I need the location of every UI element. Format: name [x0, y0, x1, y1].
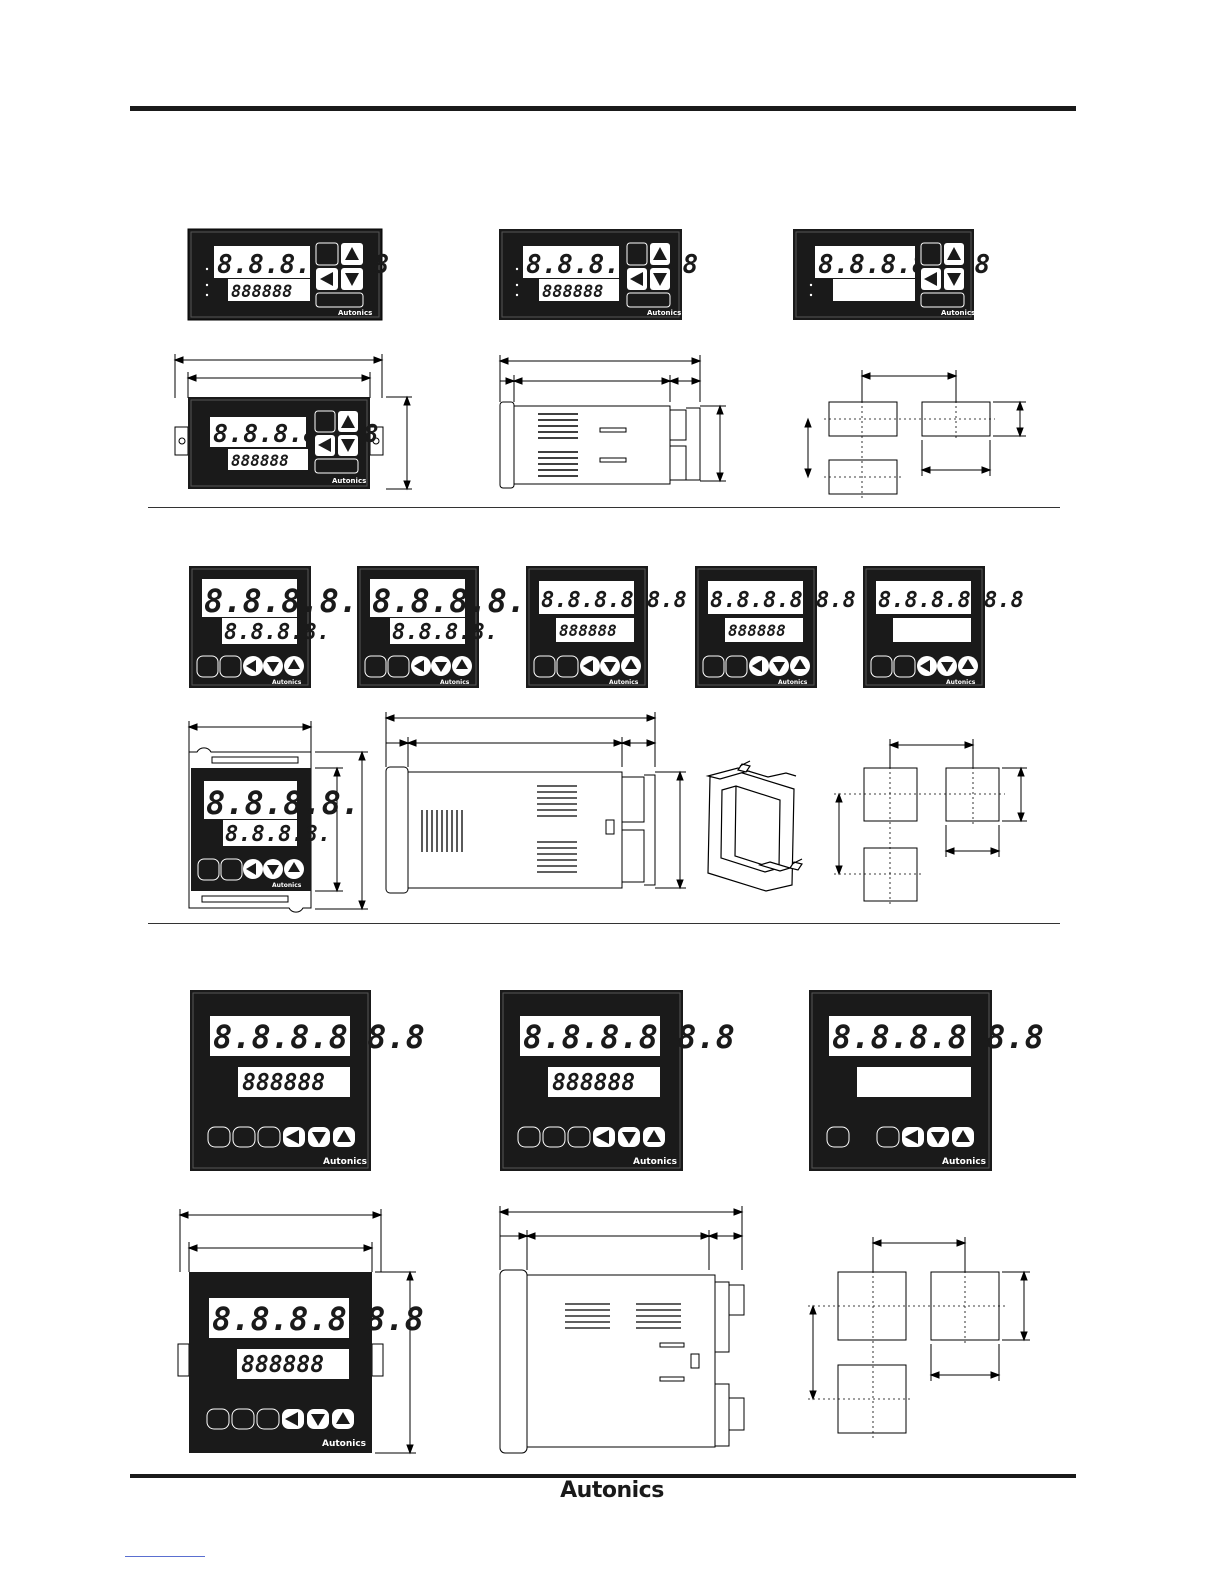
svg-text:8.8.8.8.: 8.8.8.8. [206, 784, 360, 822]
sub-display: 888888 [231, 282, 292, 302]
svg-text:Autonics: Autonics [946, 679, 976, 686]
side-view-l [498, 1206, 745, 1454]
section-1-drawings: 8.8.8.8.8.8 888888 Autonics 8.8.8.8.8.8 … [173, 228, 1026, 500]
svg-text:8.8.8.8.: 8.8.8.8. [225, 822, 331, 847]
svg-text:8.8.8.8.8.8: 8.8.8.8.8.8 [212, 1300, 424, 1338]
svg-text:Autonics: Autonics [647, 309, 681, 317]
svg-text:8.8.8.8.: 8.8.8.8. [224, 620, 330, 645]
up-arrow-icon [345, 247, 359, 260]
section-divider-1 [148, 507, 1060, 508]
svg-text:Autonics: Autonics [332, 477, 366, 485]
svg-text:Autonics: Autonics [633, 1157, 677, 1167]
bottom-rule [130, 1474, 1076, 1478]
svg-text:Autonics: Autonics [272, 679, 302, 686]
svg-text:Autonics: Autonics [323, 1157, 367, 1167]
down-arrow-icon [345, 273, 359, 286]
panel-h-3: 8.8.8.8.8.8 Autonics [793, 229, 990, 320]
svg-text:Autonics: Autonics [941, 309, 975, 317]
svg-text:888888: 888888 [242, 1070, 325, 1096]
left-arrow-icon [320, 272, 333, 286]
svg-text:8.8.8.8.8.8: 8.8.8.8.8.8 [710, 588, 856, 613]
brand-label: Autonics [338, 309, 372, 317]
top-rule [130, 106, 1076, 111]
cutout-l [808, 1237, 1030, 1439]
svg-text:8.8.8.8.8.8: 8.8.8.8.8.8 [541, 588, 687, 613]
side-view-h [498, 355, 726, 489]
section-2-drawings: 8.8.8.8. 8.8.8.8. Autonics 8.8.8.8. 8.8.… [187, 566, 1027, 913]
cutout-h [804, 370, 1026, 500]
svg-text:888888: 888888 [552, 1070, 635, 1096]
side-view-s [384, 712, 686, 894]
svg-text:8.8.8.8.: 8.8.8.8. [372, 582, 526, 620]
dim-front-l [177, 1209, 416, 1455]
panel-h-1: 8.8.8.8.8.8 888888 Autonics [187, 228, 389, 321]
svg-text:Autonics: Autonics [609, 679, 639, 686]
svg-text:Autonics: Autonics [322, 1439, 366, 1449]
svg-text:Autonics: Autonics [272, 882, 302, 889]
panel-s-1: 8.8.8.8. 8.8.8.8. Autonics [189, 566, 358, 688]
cutout-s [834, 739, 1027, 907]
panel-s-5: 8.8.8.8.8.8 Autonics [863, 566, 1024, 688]
svg-text:Autonics: Autonics [778, 679, 808, 686]
svg-text:888888: 888888 [559, 621, 617, 640]
panel-h-2: 8.8.8.8.8.8 888888 Autonics [499, 229, 698, 320]
svg-text:888888: 888888 [241, 1352, 324, 1378]
section-divider-2 [148, 923, 1060, 924]
svg-text:Autonics: Autonics [440, 679, 470, 686]
svg-text:8.8.8.8.8.8: 8.8.8.8.8.8 [213, 1018, 425, 1056]
panel-s-3: 8.8.8.8.8.8 888888 Autonics [526, 566, 687, 688]
svg-text:888888: 888888 [728, 621, 786, 640]
svg-text:8.8.8.8.: 8.8.8.8. [392, 620, 498, 645]
section-3-drawings: 8.8.8.8.8.8 888888 Autonics 8.8.8.8.8.8 … [177, 990, 1044, 1455]
svg-text:888888: 888888 [542, 282, 603, 302]
svg-text:Autonics: Autonics [942, 1157, 986, 1167]
footer-link-underline[interactable] [125, 1556, 205, 1557]
panel-l-1: 8.8.8.8.8.8 888888 Autonics [190, 990, 425, 1171]
svg-text:8.8.8.8.8.8: 8.8.8.8.8.8 [523, 1018, 735, 1056]
panel-l-3: 8.8.8.8.8.8 Autonics [809, 990, 1044, 1171]
panel-l-2: 8.8.8.8.8.8 888888 Autonics [500, 990, 735, 1171]
svg-text:8.8.8.8.: 8.8.8.8. [204, 582, 358, 620]
svg-text:8.8.8.8.8.8: 8.8.8.8.8.8 [878, 588, 1024, 613]
panel-s-4: 8.8.8.8.8.8 888888 Autonics [695, 566, 856, 688]
panel-s-2: 8.8.8.8. 8.8.8.8. Autonics [357, 566, 526, 688]
mounting-bracket [705, 760, 803, 892]
svg-text:888888: 888888 [231, 451, 289, 470]
svg-text:8.8.8.8.8.8: 8.8.8.8.8.8 [832, 1018, 1044, 1056]
footer-brand-logo: Autonics [560, 1478, 664, 1503]
